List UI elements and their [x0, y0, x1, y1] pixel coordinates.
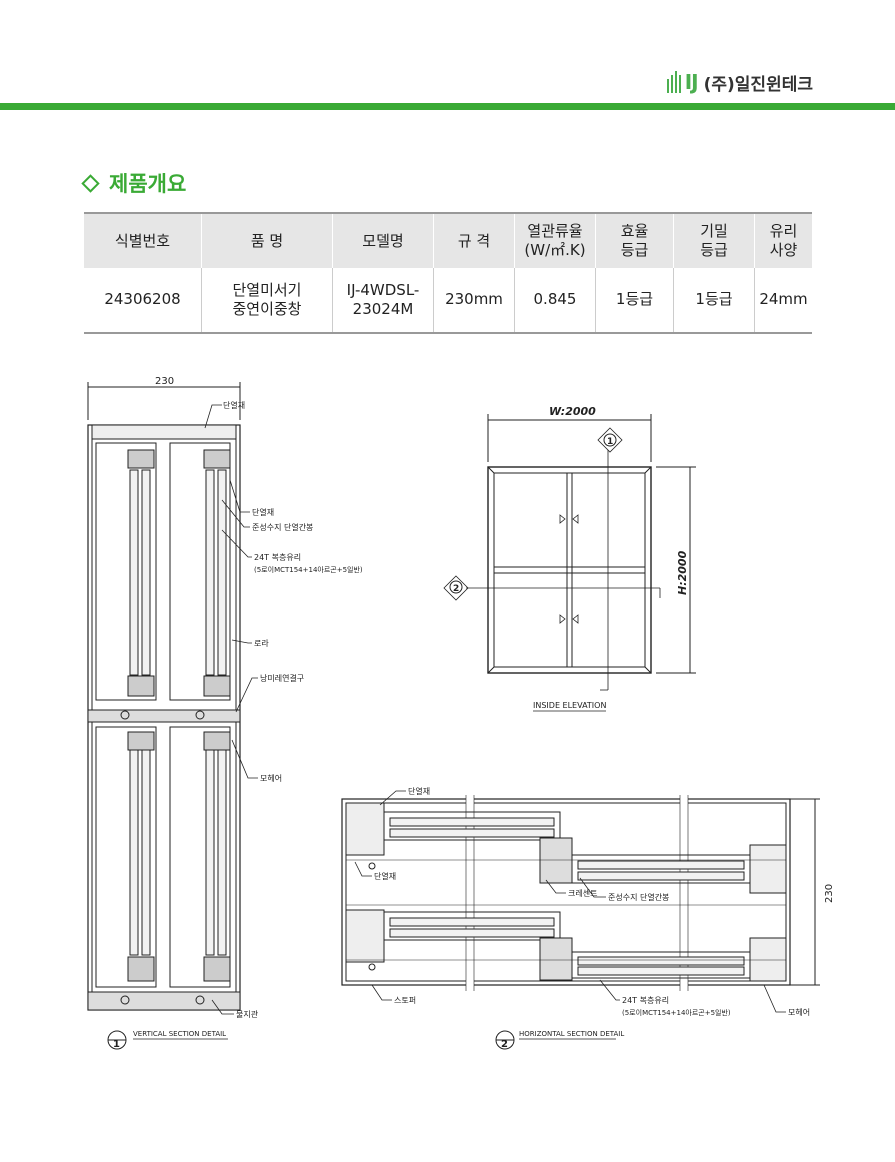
- hs-label-glass: 24T 복층유리: [622, 996, 669, 1005]
- section-heading: 제품개요: [81, 168, 187, 198]
- vs-label-insulation: 단열재: [252, 507, 274, 517]
- vs-caption: VERTICAL SECTION DETAIL: [133, 1030, 226, 1038]
- elevation-caption: INSIDE ELEVATION: [533, 701, 606, 710]
- vertical-dimension: 230: [155, 376, 174, 387]
- logo-bars-icon: [666, 71, 681, 93]
- table-header: 열관류율(W/㎡.K): [514, 212, 596, 268]
- technical-drawings: 230: [87, 376, 835, 1050]
- table-header: 식별번호: [84, 212, 202, 268]
- hs-caption: HORIZONTAL SECTION DETAIL: [519, 1030, 624, 1038]
- table-cell: IJ-4WDSL-23024M: [332, 268, 434, 334]
- hs-label-stopper: 스토퍼: [394, 996, 416, 1005]
- company-name: (주)일진윈테크: [703, 74, 813, 95]
- hs-label-glass-spec: (5로이MCT154+14아르곤+5일반): [622, 1008, 731, 1017]
- vs-label-bottom: 물지관: [236, 1009, 259, 1019]
- company-logo: IJ (주)일진윈테크: [666, 70, 813, 95]
- table-header: 규 격: [433, 212, 515, 268]
- vs-callout-number: 1: [113, 1039, 120, 1050]
- table-header: 모델명: [332, 212, 434, 268]
- vs-label-mohair: 모헤어: [260, 773, 282, 783]
- diamond-icon: [81, 173, 100, 193]
- table-cell: 24mm: [754, 268, 812, 334]
- hs-label-spacer: 준성수지 단열간봉: [608, 892, 669, 902]
- horizontal-dimension: 230: [824, 884, 835, 903]
- table-cell: 24306208: [84, 268, 202, 334]
- elevation-drawing: W:2000 H:2000 1 2 INSIDE ELEVATION: [443, 405, 696, 712]
- logo-mark: IJ: [684, 70, 699, 94]
- table-header: 품 명: [201, 212, 333, 268]
- elevation-width: W:2000: [549, 405, 596, 418]
- vs-label-roller: 로라: [254, 639, 269, 648]
- table-cell: 230mm: [433, 268, 515, 334]
- table-cell: 1등급: [673, 268, 755, 334]
- vs-label-lock: 낭미레연결구: [260, 673, 304, 683]
- horizontal-section-drawing: 230: [341, 786, 835, 1050]
- elevation-marker-1: 1: [607, 437, 613, 447]
- elevation-height: H:2000: [676, 550, 689, 595]
- hs-label-insulation-top: 단열재: [408, 786, 430, 796]
- vs-label-insulation-top: 단열재: [223, 400, 245, 410]
- vs-label-spacer: 준성수지 단열간봉: [252, 522, 313, 532]
- section-title: 제품개요: [109, 172, 187, 196]
- hs-label-insulation: 단열재: [374, 871, 396, 881]
- elevation-marker-2: 2: [453, 584, 459, 594]
- vs-label-glass: 24T 복층유리: [254, 553, 301, 562]
- hs-label-mohair: 모헤어: [788, 1007, 810, 1017]
- table-cell: 0.845: [514, 268, 596, 334]
- hs-callout-number: 2: [501, 1039, 508, 1050]
- header-bar: [0, 103, 895, 110]
- vertical-section-drawing: 230: [87, 376, 363, 1050]
- table-cell: 1등급: [595, 268, 674, 334]
- vs-label-glass-spec: (5로이MCT154+14아르곤+5일반): [254, 565, 363, 574]
- hs-label-crescent: 크레센트: [568, 888, 597, 898]
